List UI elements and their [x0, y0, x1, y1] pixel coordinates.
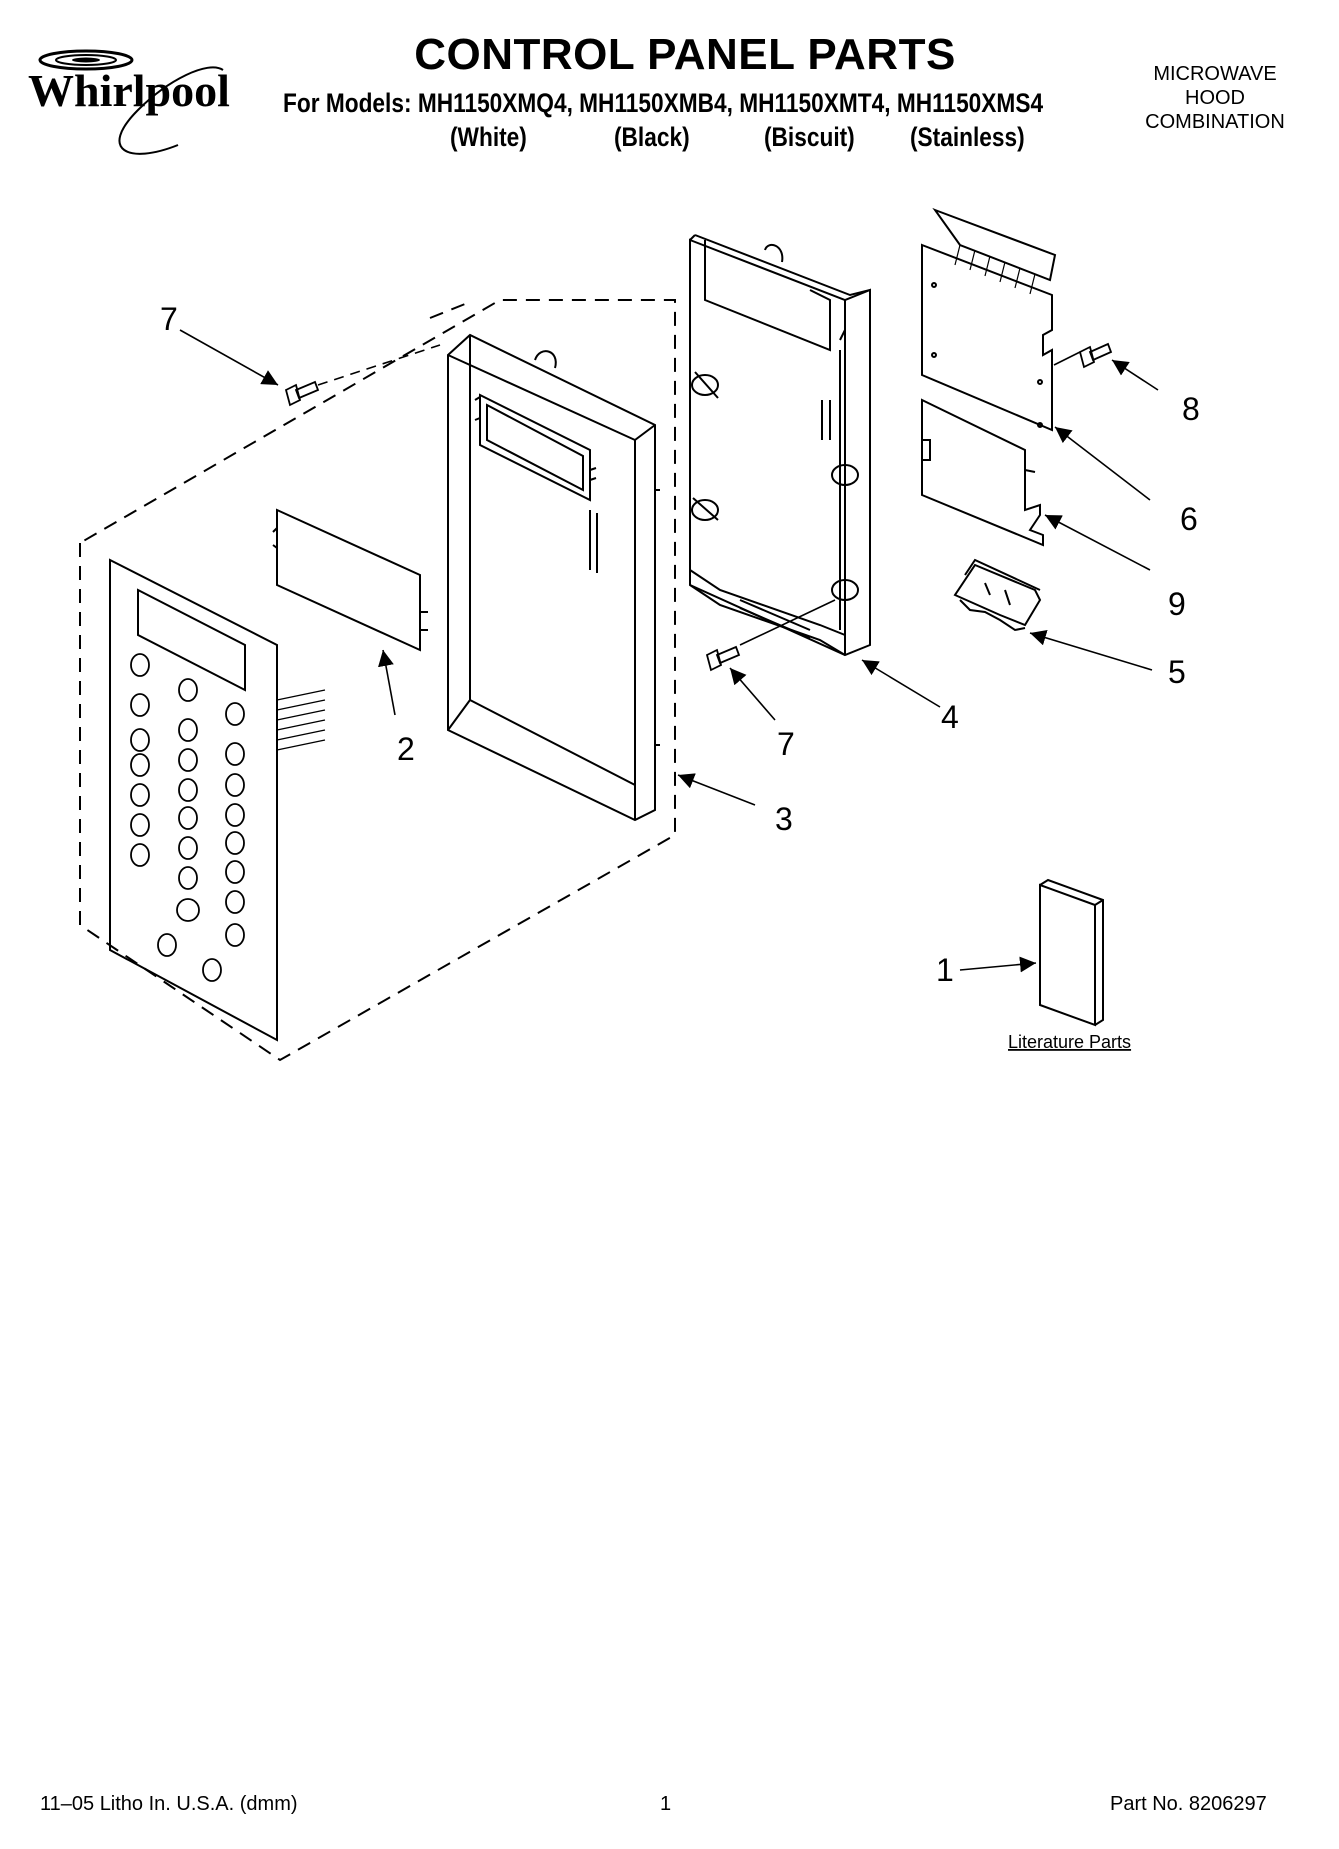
leader-screw-to-board: [1053, 351, 1081, 366]
keypad-membrane: [109, 558, 326, 1042]
callout-7-upper: 7: [160, 301, 178, 337]
product-type-line: COMBINATION: [1145, 111, 1285, 133]
leader-screw-to-cover: [739, 599, 836, 646]
leader-2: [378, 649, 396, 716]
leader-1: [959, 956, 1037, 973]
print-info: 11–05 Litho In. U.S.A. (dmm): [40, 1793, 298, 1815]
bracket-part: [953, 558, 1042, 632]
product-type-line: HOOD: [1185, 87, 1245, 109]
leader-9: [1044, 514, 1151, 571]
insulator-sheet: [921, 398, 1044, 547]
color-biscuit: (Biscuit): [764, 122, 855, 152]
page-number: 1: [660, 1793, 672, 1815]
leader-7-lower: [729, 667, 776, 721]
product-type: MICROWAVE HOOD COMBINATION: [1115, 62, 1315, 134]
callout-6: 6: [1180, 501, 1198, 537]
brand-wordmark: Whirlpool: [28, 65, 230, 116]
callout-1: 1: [936, 952, 954, 988]
part-number: Part No. 8206297: [1110, 1793, 1267, 1815]
model-list: For Models: MH1150XMQ4, MH1150XMB4, MH11…: [283, 88, 1044, 118]
electronic-control-board: [921, 207, 1057, 432]
leader-4: [861, 659, 941, 708]
leader-5: [1029, 629, 1153, 671]
screw-board: [1078, 342, 1113, 369]
callout-4: 4: [941, 699, 959, 735]
color-white: (White): [450, 122, 527, 152]
leader-8: [1111, 359, 1159, 391]
callout-8: 8: [1182, 391, 1200, 427]
control-panel-frame: [447, 333, 660, 822]
callout-9: 9: [1168, 586, 1186, 622]
callout-2: 2: [397, 731, 415, 767]
callout-5: 5: [1168, 654, 1186, 690]
page-title: CONTROL PANEL PARTS: [414, 30, 956, 79]
literature-book: [1039, 878, 1104, 1027]
whirlpool-logo: Whirlpool: [28, 49, 230, 155]
screw-lower: [705, 645, 741, 672]
control-board-cover: [689, 234, 871, 657]
callout-7-lower: 7: [777, 726, 795, 762]
color-black: (Black): [614, 122, 690, 152]
display-window: [272, 508, 428, 652]
literature-parts-label: Literature Parts: [1008, 1032, 1131, 1052]
color-stainless: (Stainless): [910, 122, 1025, 152]
screw-upper: [284, 380, 320, 407]
leader-screw-to-frame: [317, 344, 441, 386]
product-type-line: MICROWAVE: [1153, 63, 1277, 85]
leader-6: [1054, 426, 1151, 501]
callout-3: 3: [775, 801, 793, 837]
assembly-boundary: [79, 299, 676, 1062]
leader-3: [677, 773, 756, 806]
leader-7-upper: [179, 329, 279, 386]
